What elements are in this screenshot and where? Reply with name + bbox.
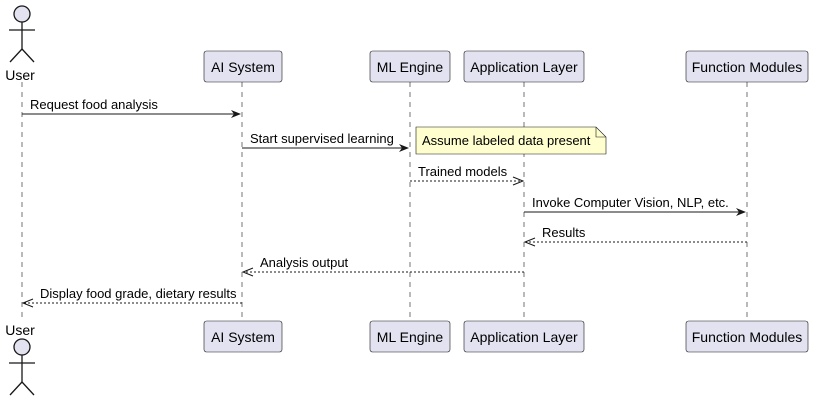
participant-label: ML Engine [377,329,444,345]
note-text: Assume labeled data present [422,133,591,148]
participant-label: Application Layer [470,329,578,345]
message-label: Invoke Computer Vision, NLP, etc. [532,195,729,210]
participant-box [463,320,585,353]
participant-label: Function Modules [692,329,803,345]
participant-app-top: Application Layer [463,50,585,83]
arrowhead-open [241,267,254,277]
participant-ai-top: AI System [203,50,283,83]
message-3: Trained models [410,164,525,186]
participant-label: AI System [211,59,275,75]
participant-box [369,320,451,353]
actor-leg-left [9,381,23,396]
participant-box [203,50,283,83]
arrowhead-filled [231,110,241,118]
message-4: Invoke Computer Vision, NLP, etc. [524,195,746,216]
participant-ml-top: ML Engine [369,50,451,83]
message-label: Request food analysis [30,97,158,112]
actor-label: User [5,67,35,83]
actor-leg-right [21,48,35,63]
participant-label: Function Modules [692,59,803,75]
actor-leg-left [9,48,23,63]
message-7: Display food grade, dietary results [21,286,242,308]
participant-box [203,320,283,353]
message-label: Trained models [418,164,508,179]
participant-label: Application Layer [470,59,578,75]
message-6: Analysis output [241,255,524,277]
message-2: Start supervised learning [242,131,409,152]
actor-head [13,5,31,23]
message-label: Start supervised learning [250,131,394,146]
participant-fm-top: Function Modules [685,50,809,83]
arrowhead-filled [399,144,409,152]
participant-box [369,50,451,83]
participant-label: ML Engine [377,59,444,75]
actor-label: User [5,322,35,338]
message-label: Results [542,225,586,240]
participant-box [463,50,585,83]
arrowhead-open [512,176,525,186]
note-fold [595,127,606,138]
message-1: Request food analysis [22,97,241,118]
participant-ai-bottom: AI System [203,320,283,353]
actor-leg-right [21,381,35,396]
note-box [415,126,607,155]
message-5: Results [523,225,747,247]
note-group: Assume labeled data present [415,126,607,155]
arrowhead-open [21,298,34,308]
actor-head [13,338,31,356]
participant-app-bottom: Application Layer [463,320,585,353]
participant-box [685,50,809,83]
actor-user-bottom: User [5,322,35,396]
participant-label: AI System [211,329,275,345]
participant-fm-bottom: Function Modules [685,320,809,353]
message-label: Display food grade, dietary results [40,286,237,301]
arrowhead-open [523,237,536,247]
arrowhead-filled [736,208,746,216]
message-label: Analysis output [260,255,349,270]
actor-user-top: User [5,5,35,83]
participant-box [685,320,809,353]
participant-ml-bottom: ML Engine [369,320,451,353]
